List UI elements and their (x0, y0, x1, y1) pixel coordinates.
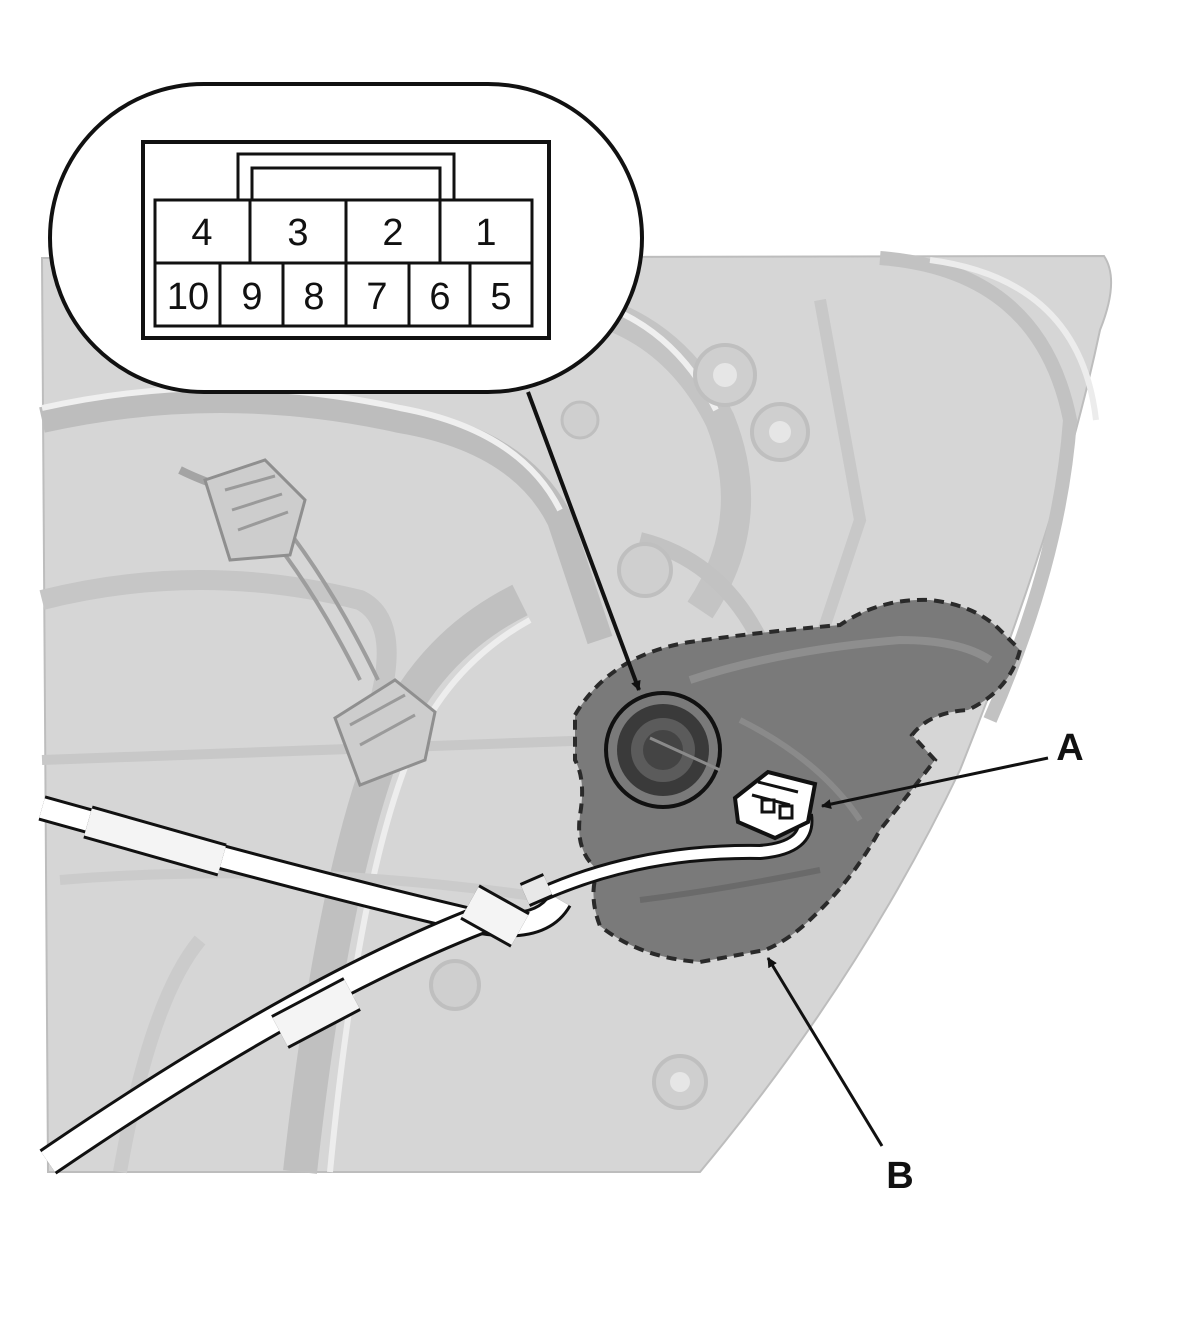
connector-latch (236, 152, 456, 200)
main-cables (38, 795, 814, 1175)
connector-a (732, 769, 818, 841)
pin-label-6: 6 (429, 276, 450, 318)
callout-a-label: A (1056, 727, 1083, 769)
background-harness (178, 458, 437, 787)
pin-label-2: 2 (382, 212, 403, 254)
pin-label-3: 3 (287, 212, 308, 254)
pin-label-7: 7 (366, 276, 387, 318)
pin-label-4: 4 (191, 212, 212, 254)
pin-label-8: 8 (303, 276, 324, 318)
pin-label-10: 10 (167, 276, 209, 318)
pin-label-1: 1 (475, 212, 496, 254)
background-connector-lower (333, 678, 437, 787)
connector-zoom-callout: 4 3 2 1 10 9 8 7 6 5 (48, 82, 644, 394)
pin-label-9: 9 (241, 276, 262, 318)
callout-b-arrow (766, 957, 884, 1147)
callout-a-arrow (821, 756, 1049, 810)
background-connector-upper (203, 458, 307, 562)
callout-b: B (766, 957, 914, 1197)
callout-b-label: B (886, 1155, 913, 1197)
grommet-hole (604, 691, 722, 809)
zoom-leader-line (526, 391, 641, 691)
callout-a: A (821, 727, 1084, 810)
pin-label-5: 5 (490, 276, 511, 318)
